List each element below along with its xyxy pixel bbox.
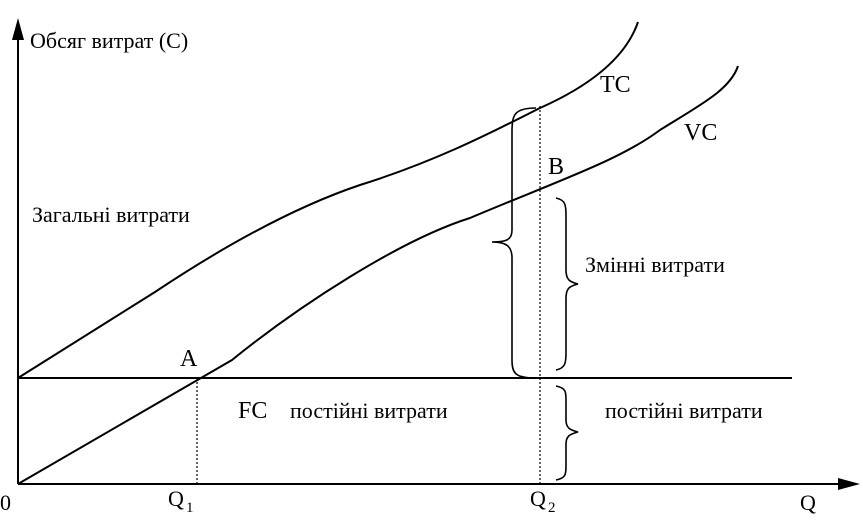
y-axis-label: Обсяг витрат (С): [30, 28, 188, 53]
y-axis-arrow: [12, 18, 24, 40]
x-axis-arrow: [838, 478, 860, 490]
q2-tick-label: Q 2: [530, 486, 556, 516]
total-costs-label: Загальні витрати: [32, 202, 190, 227]
fixed-costs-inline-label: постійні витрати: [290, 398, 448, 423]
svg-text:1: 1: [186, 500, 194, 516]
point-a-label: A: [180, 346, 198, 372]
x-axis-label: Q: [800, 490, 816, 515]
q1-tick-label: Q 1: [168, 486, 194, 516]
tc-label: TC: [600, 72, 631, 98]
total-costs-brace: [491, 107, 537, 379]
svg-text:Q: Q: [168, 486, 184, 511]
variable-costs-brace: [555, 197, 579, 371]
variable-costs-label: Змінні витрати: [585, 252, 725, 277]
vc-curve: [17, 65, 739, 485]
svg-text:2: 2: [548, 500, 556, 516]
point-b-label: B: [548, 154, 564, 180]
fc-label: FC: [238, 398, 267, 424]
fixed-costs-brace: [555, 385, 579, 481]
tc-curve: [17, 21, 639, 379]
y-axis: [12, 18, 24, 484]
x-axis: [18, 478, 860, 490]
svg-text:Q: Q: [530, 486, 546, 511]
vc-label: VC: [684, 120, 717, 146]
fixed-costs-right-label: постійні витрати: [605, 398, 763, 423]
origin-label: 0: [0, 490, 11, 515]
